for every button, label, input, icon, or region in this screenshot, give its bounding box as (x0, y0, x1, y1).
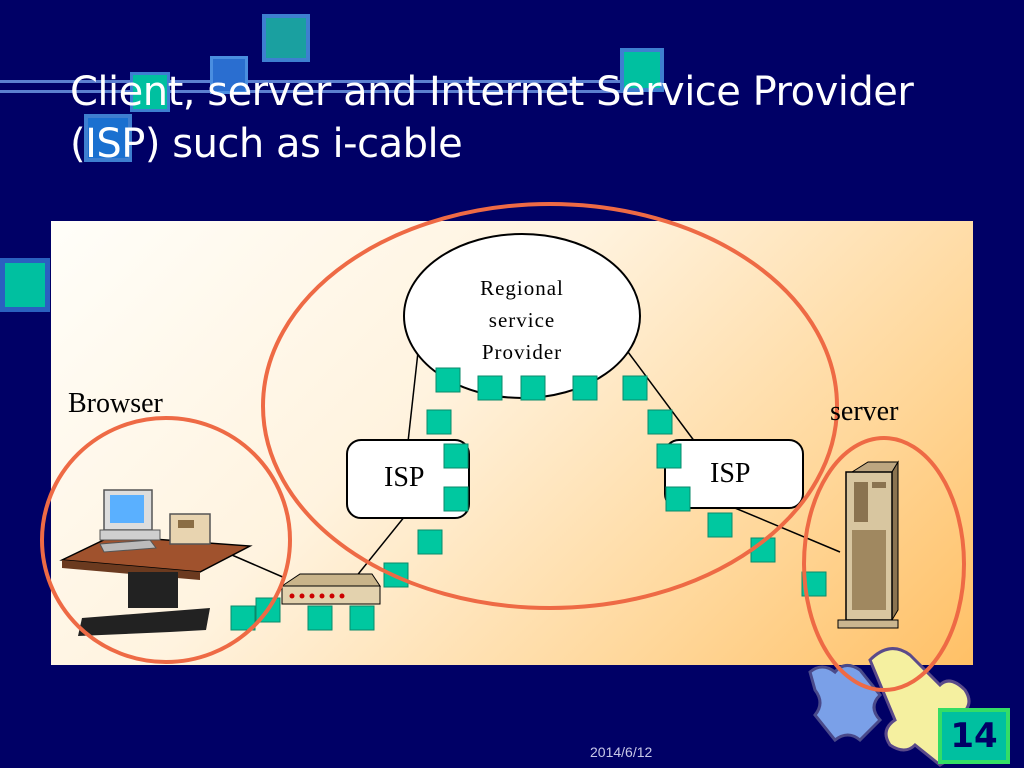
packet-square (477, 375, 503, 401)
packet-square (435, 367, 461, 393)
packet-square (349, 605, 375, 631)
decor-square (0, 258, 50, 312)
decor-line-top (0, 80, 640, 83)
computer-icon (59, 489, 253, 636)
page-number-badge: 14 (938, 708, 1010, 764)
regional-label-line-3: Provider (481, 340, 563, 364)
packet-square (622, 375, 648, 401)
slide-date: 2014/6/12 (590, 744, 653, 760)
link-modem-browser (224, 551, 286, 579)
packet-square (707, 512, 733, 538)
slide-title: Client, server and Internet Service Prov… (70, 66, 970, 170)
highlight-circle-browser (40, 416, 292, 664)
decor-square (262, 14, 310, 62)
decor-line-bottom (0, 90, 640, 93)
link-regional-isp-left (407, 351, 419, 443)
isp-left-node (346, 439, 470, 519)
packet-square (230, 605, 256, 631)
decor-square (130, 72, 170, 112)
title-line-2: (ISP) such as i-cable (70, 121, 463, 167)
link-regional-isp-right (627, 351, 696, 443)
packet-square (443, 443, 469, 469)
decor-square (210, 56, 248, 94)
page-number: 14 (950, 716, 998, 756)
isp-right-label: ISP (710, 458, 751, 489)
modem-icon (280, 573, 381, 605)
isp-right-node (664, 439, 804, 509)
link-isp-server (734, 507, 841, 553)
highlight-circle-isp-network (261, 202, 839, 610)
regional-label-line-1: Regional (480, 276, 564, 300)
packet-square (656, 443, 682, 469)
packet-square (520, 375, 546, 401)
decor-square (84, 114, 132, 162)
highlight-circle-server (802, 436, 966, 692)
regional-provider-label: Regional service Provider (462, 272, 582, 368)
link-isp-modem (354, 515, 406, 579)
packet-square (443, 486, 469, 512)
server-label: server (830, 396, 899, 427)
packet-square (426, 409, 452, 435)
packet-square (665, 486, 691, 512)
packet-square (417, 529, 443, 555)
server-icon (837, 460, 899, 629)
regional-label-line-2: service (488, 308, 556, 332)
packet-square (572, 375, 598, 401)
decor-square (620, 48, 664, 92)
isp-left-label: ISP (384, 462, 425, 493)
packet-square (307, 605, 333, 631)
packet-square (647, 409, 673, 435)
browser-label: Browser (68, 388, 163, 419)
title-line-1: Client, server and Internet Service Prov… (70, 69, 914, 115)
